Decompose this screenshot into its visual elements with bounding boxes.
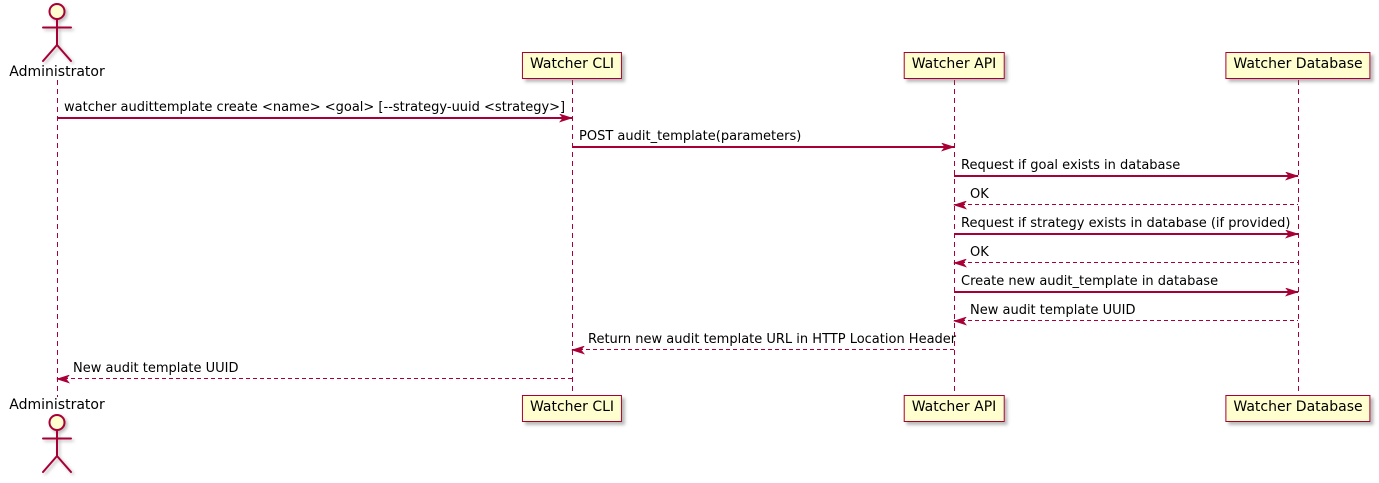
message-arrowhead-2 bbox=[1285, 171, 1299, 181]
message-label-5: OK bbox=[970, 245, 989, 260]
lifeline-administrator bbox=[56, 80, 58, 397]
lifeline-watcher-cli bbox=[571, 80, 573, 397]
message-line-9 bbox=[57, 378, 572, 380]
participant-label: Watcher Database bbox=[1233, 56, 1363, 72]
message-label-3: OK bbox=[970, 187, 989, 202]
message-label-4: Request if strategy exists in database (… bbox=[961, 216, 1291, 231]
actor-administrator-label-top: Administrator bbox=[9, 64, 105, 80]
message-line-4 bbox=[954, 233, 1298, 235]
message-label-9: New audit template UUID bbox=[73, 361, 239, 376]
participant-label: Watcher Database bbox=[1233, 399, 1363, 415]
message-arrowhead-4 bbox=[1285, 229, 1299, 239]
message-line-3 bbox=[954, 204, 1298, 206]
message-arrowhead-6 bbox=[1285, 287, 1299, 297]
message-label-2: Request if goal exists in database bbox=[961, 158, 1181, 173]
lifeline-watcher-database bbox=[1297, 80, 1299, 397]
participant-label: Watcher API bbox=[911, 399, 997, 415]
message-arrowhead-7 bbox=[953, 316, 967, 326]
participant-label: Watcher CLI bbox=[529, 399, 615, 415]
message-label-7: New audit template UUID bbox=[970, 303, 1136, 318]
participant-watcher-api-top: Watcher API bbox=[903, 52, 1005, 79]
participant-watcher-cli-bottom: Watcher CLI bbox=[521, 395, 623, 422]
message-arrowhead-1 bbox=[941, 142, 955, 152]
message-line-6 bbox=[954, 291, 1298, 293]
message-arrowhead-8 bbox=[571, 345, 585, 355]
message-line-0 bbox=[57, 117, 572, 119]
message-line-5 bbox=[954, 262, 1298, 264]
participant-watcher-cli-top: Watcher CLI bbox=[521, 52, 623, 79]
participant-watcher-database-bottom: Watcher Database bbox=[1225, 395, 1371, 422]
message-arrowhead-0 bbox=[559, 113, 573, 123]
participant-watcher-database-top: Watcher Database bbox=[1225, 52, 1371, 79]
message-label-6: Create new audit_template in database bbox=[961, 274, 1219, 289]
message-label-8: Return new audit template URL in HTTP Lo… bbox=[588, 332, 957, 347]
message-arrowhead-5 bbox=[953, 258, 967, 268]
lifeline-watcher-api bbox=[953, 80, 955, 397]
message-arrowhead-3 bbox=[953, 200, 967, 210]
message-label-0: watcher audittemplate create <name> <goa… bbox=[64, 100, 566, 115]
participant-label: Watcher API bbox=[911, 56, 997, 72]
actor-administrator-figure-top bbox=[38, 2, 76, 68]
message-line-1 bbox=[572, 146, 954, 148]
message-label-1: POST audit_template(parameters) bbox=[579, 129, 802, 144]
message-line-2 bbox=[954, 175, 1298, 177]
message-line-8 bbox=[572, 349, 954, 351]
message-line-7 bbox=[954, 320, 1298, 322]
participant-watcher-api-bottom: Watcher API bbox=[903, 395, 1005, 422]
actor-administrator-figure-bottom bbox=[38, 413, 76, 479]
message-arrowhead-9 bbox=[56, 374, 70, 384]
actor-administrator-label-bottom: Administrator bbox=[9, 397, 105, 413]
participant-label: Watcher CLI bbox=[529, 56, 615, 72]
